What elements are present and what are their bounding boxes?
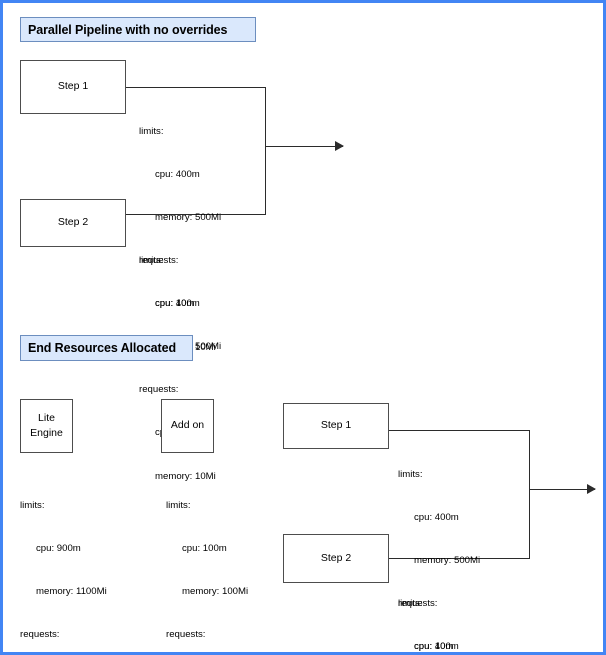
connector-step2-horizontal-bottom xyxy=(389,558,529,559)
spec-limits-cpu: cpu: 400m xyxy=(414,511,459,523)
connector-step2-horizontal-top xyxy=(126,214,266,215)
spec-requests-memory: memory: 10Mi xyxy=(155,470,216,482)
spec-add-on: limits: cpu: 100m memory: 100Mi requests… xyxy=(166,470,249,652)
connector-output-horizontal-top xyxy=(265,146,343,147)
node-lite-engine-label-line1: Lite xyxy=(38,411,55,424)
spec-step-1-bottom: limits: cpu: 400m memory: 500Mi requests… xyxy=(398,439,481,653)
section-title-end-resources: End Resources Allocated xyxy=(20,335,193,361)
arrowhead-icon-bottom xyxy=(587,484,596,494)
node-step-1-top[interactable]: Step 1 xyxy=(20,60,126,114)
connector-step1-horizontal-top xyxy=(126,87,266,88)
spec-limits-cpu: cpu: 400m xyxy=(414,640,459,652)
node-lite-engine-label-line2: Engine xyxy=(30,427,63,439)
node-lite-engine[interactable]: Lite Engine xyxy=(20,399,73,453)
spec-requests-label: requests: xyxy=(139,255,179,267)
spec-limits-cpu: cpu: 100m xyxy=(182,542,227,554)
spec-requests-label: requests: xyxy=(20,629,60,641)
spec-limits-label: limits: xyxy=(398,468,423,480)
node-step-1-bottom[interactable]: Step 1 xyxy=(283,403,389,449)
spec-requests-label: requests: xyxy=(139,384,179,396)
connector-vertical-riser-bottom xyxy=(529,430,530,559)
node-step-2-bottom[interactable]: Step 2 xyxy=(283,534,389,583)
spec-limits-memory: memory: 500Mi xyxy=(414,555,481,567)
spec-limits-label: limits: xyxy=(20,499,45,511)
node-step-2-top[interactable]: Step 2 xyxy=(20,199,126,247)
connector-vertical-riser-top xyxy=(265,87,266,215)
spec-limits-memory: memory: 1100Mi xyxy=(36,586,107,598)
spec-limits-label: limits: xyxy=(398,597,423,609)
spec-requests-label: requests: xyxy=(398,598,438,610)
spec-lite-engine: limits: cpu: 900m memory: 1100Mi request… xyxy=(20,470,107,652)
spec-requests-label: requests: xyxy=(166,629,206,641)
node-add-on[interactable]: Add on xyxy=(161,399,214,453)
spec-limits-memory: memory: 100Mi xyxy=(182,586,249,598)
spec-limits-cpu: cpu: 400m xyxy=(155,168,200,180)
spec-limits-cpu: cpu: 900m xyxy=(36,542,81,554)
connector-step1-horizontal-bottom xyxy=(389,430,529,431)
connector-output-horizontal-bottom xyxy=(529,489,595,490)
spec-limits-memory: memory: 500Mi xyxy=(155,212,222,224)
section-title-parallel-pipeline: Parallel Pipeline with no overrides xyxy=(20,17,256,42)
spec-limits-label: limits: xyxy=(139,254,164,266)
spec-requests-cpu: cpu: 10m xyxy=(155,298,195,310)
spec-step-2-bottom: limits: cpu: 400m memory: 500Mi requests… xyxy=(398,568,480,652)
arrowhead-icon-top xyxy=(335,141,344,151)
spec-limits-cpu: cpu: 400m xyxy=(155,297,200,309)
spec-requests-cpu: cpu: 10m xyxy=(414,641,454,653)
spec-limits-label: limits: xyxy=(166,499,191,511)
spec-limits-label: limits: xyxy=(139,125,164,137)
